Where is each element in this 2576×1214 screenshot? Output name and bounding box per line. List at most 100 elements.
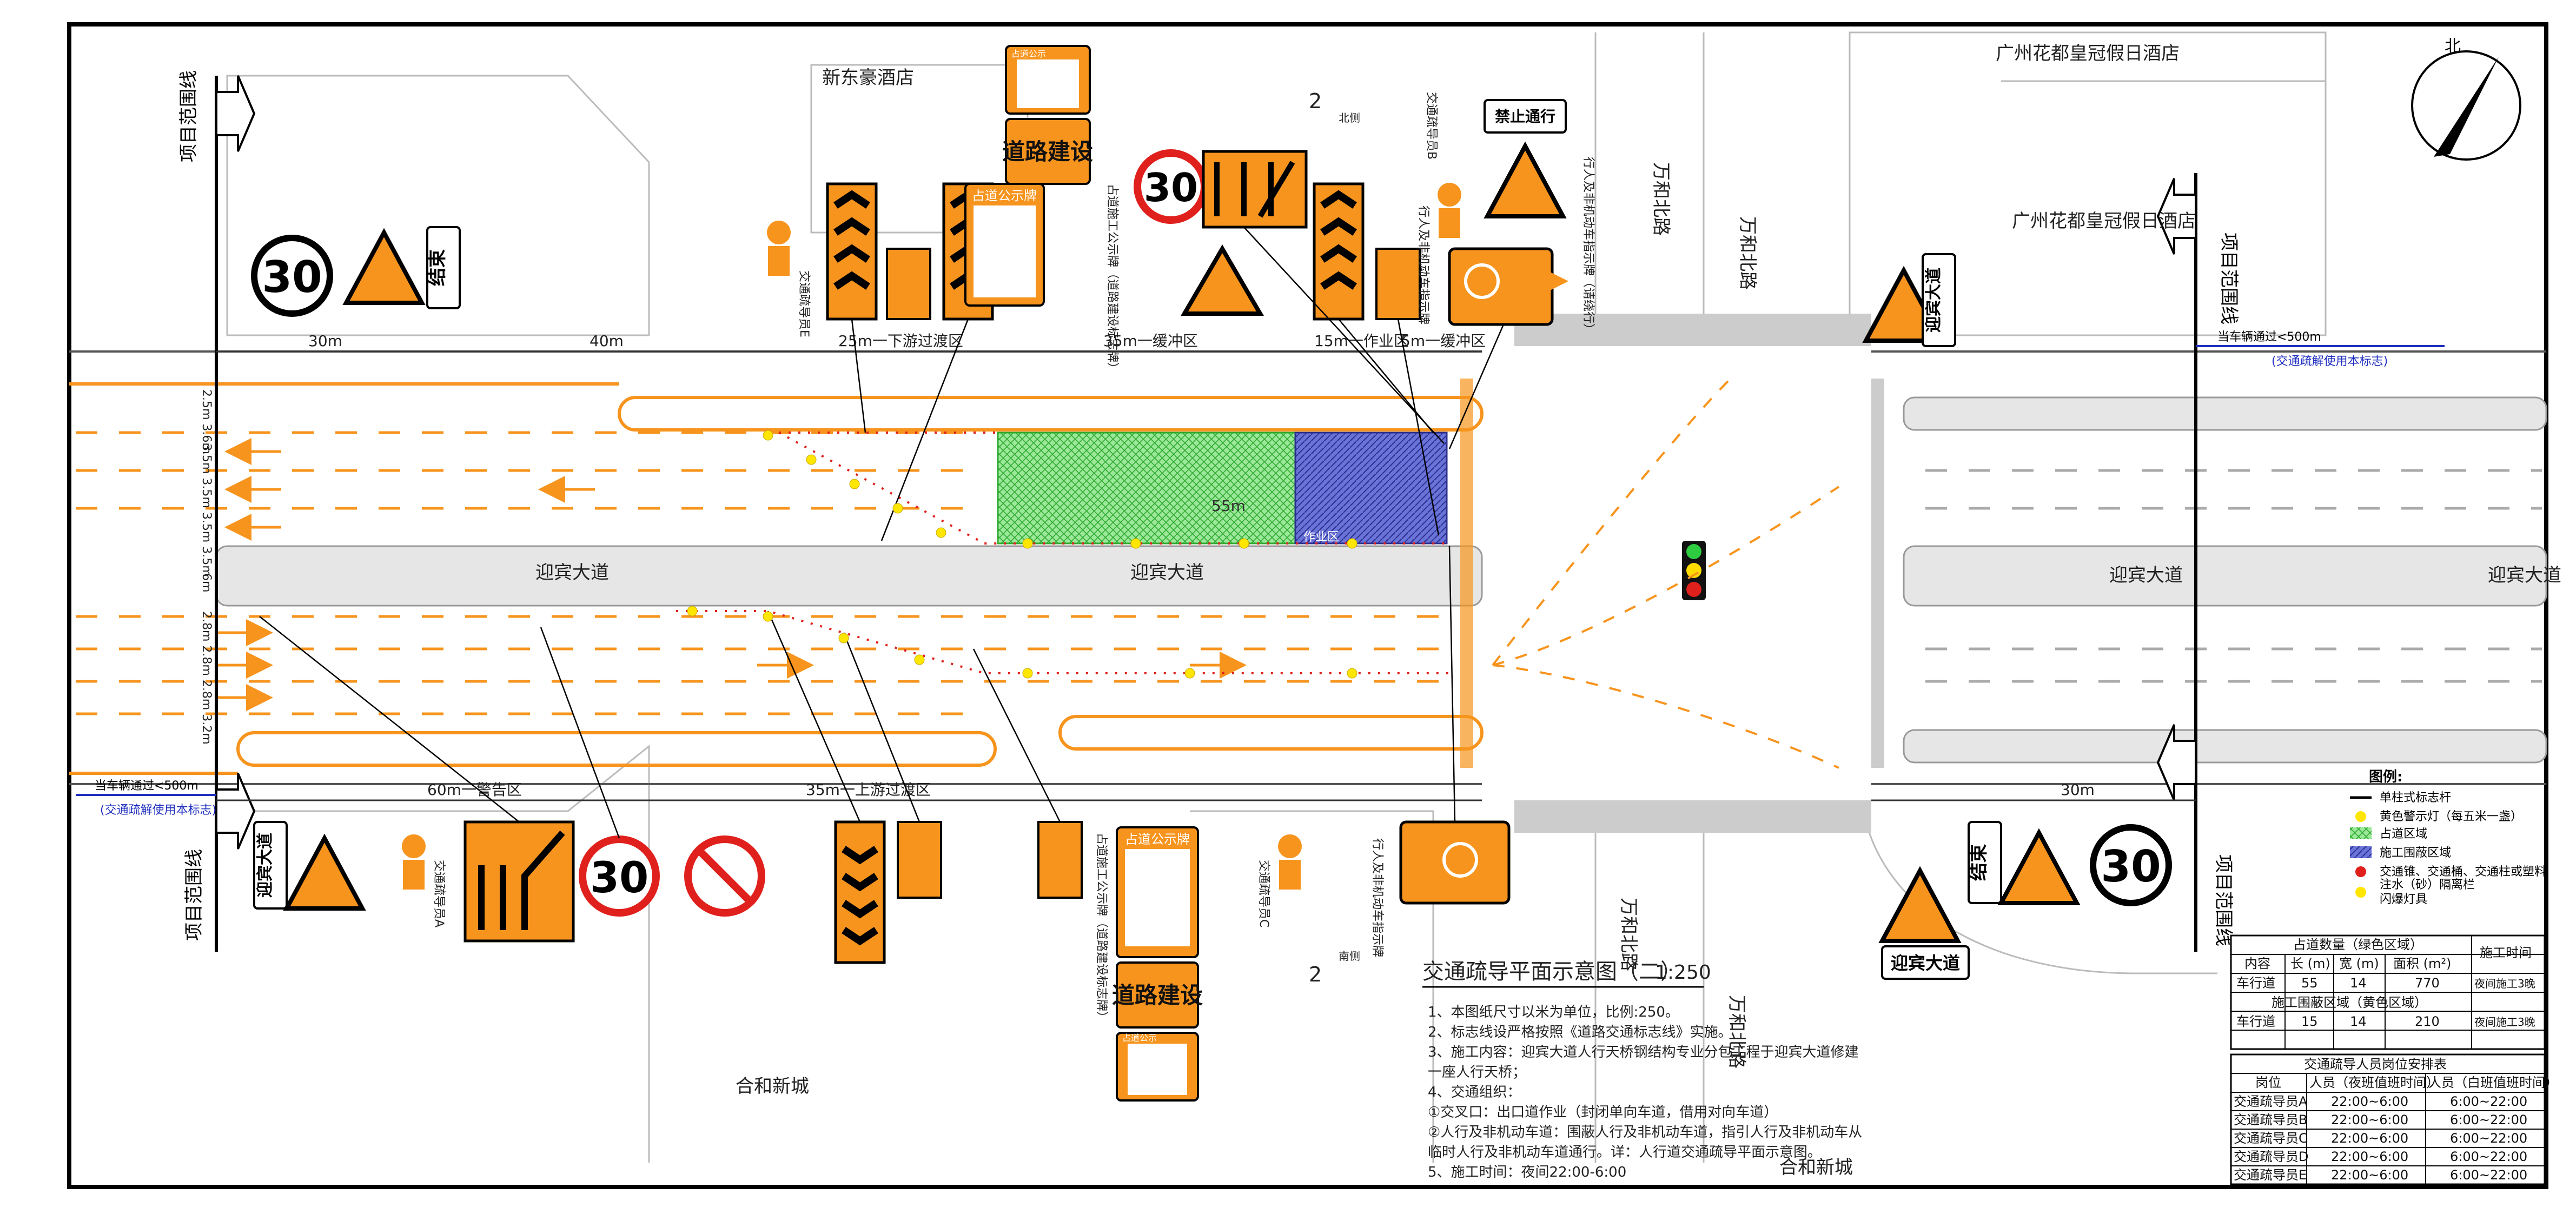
speed-sign-top-left: 30 xyxy=(251,235,333,317)
usage-left-note: (交通疏解使用本标志) xyxy=(100,804,216,817)
no-u-turn-sign xyxy=(684,835,765,917)
boundary-left-bottom: 项目范围线 xyxy=(183,849,205,941)
staff-r0-1: 22:00~6:00 xyxy=(2331,1094,2408,1109)
road-cross-3: 万和北路 xyxy=(1618,898,1639,971)
svg-text:道路建设: 道路建设 xyxy=(1002,138,1093,165)
barricades xyxy=(886,248,1421,899)
staff-r1-2: 6:00~22:00 xyxy=(2450,1112,2527,1127)
road-main-2: 迎宾大道 xyxy=(1130,562,1204,583)
end-sign-top-left: 结束 xyxy=(426,226,461,309)
staff-r2-0: 交通疏导员C xyxy=(2234,1131,2308,1146)
usage-right-note: (交通疏解使用本标志) xyxy=(2272,355,2388,368)
svg-text:迎宾大道: 迎宾大道 xyxy=(1891,953,1960,973)
boundary-right-top: 项目范围线 xyxy=(2218,233,2240,324)
svg-text:占道公示: 占道公示 xyxy=(1122,1033,1157,1043)
svg-text:30: 30 xyxy=(590,854,649,903)
dim-35-buffer: 35m一缓冲区 xyxy=(1103,332,1198,350)
guard-a-label: 交通疏导员A xyxy=(432,860,446,927)
note-1: 2、标志线设严格按照《道路交通标志线》实施。 xyxy=(1428,1024,1732,1040)
notice-board-small-top: 占道公示 xyxy=(1005,45,1091,115)
dim-30-left: 30m xyxy=(308,332,342,350)
dimension-lines xyxy=(216,350,2196,801)
crosswalks xyxy=(1460,314,1884,833)
guide-mark-sign: 禁止通行 xyxy=(1484,99,1567,134)
note-4: 4、交通组织： xyxy=(1428,1084,1521,1100)
sign-desc-4: 行人及非机动车指示牌 xyxy=(1370,838,1384,957)
traffic-light xyxy=(1682,541,1706,600)
staff-table: 交通疏导人员岗位安排表 岗位 人员（夜班值班时间） 人员（白班值班时间） 交通疏… xyxy=(2230,1053,2558,1185)
staff-r3-1: 22:00~6:00 xyxy=(2331,1149,2408,1164)
staff-r4-1: 22:00~6:00 xyxy=(2331,1167,2408,1183)
area-r2-2: 14 xyxy=(2350,1014,2367,1029)
area-r2-0: 车行道 xyxy=(2236,1014,2275,1029)
section-top: 2 xyxy=(1309,89,1322,113)
drawing-scale: 1:250 xyxy=(1655,961,1711,984)
drawing-title: 交通疏导平面示意图（二） xyxy=(1422,959,1682,984)
boundary-right-bottom: 项目范围线 xyxy=(2213,854,2234,946)
speed-sign-top-center: 30 xyxy=(1134,149,1208,224)
road-main-3: 迎宾大道 xyxy=(2109,565,2183,586)
chevron-boards xyxy=(826,182,1365,964)
note-3: 一座人行天桥； xyxy=(1428,1064,1526,1080)
dim-width-mid: 3.5m 3.5m 3.5m 3.5m xyxy=(200,443,213,577)
notice-board-bottom: 占道公示牌 xyxy=(1116,826,1199,958)
staff-r0-0: 交通疏导员A xyxy=(2234,1094,2308,1109)
sign-desc-2: 行人及非机动车指示牌（请绕行） xyxy=(1581,157,1595,335)
zone-length-label: 55m xyxy=(1211,497,1246,515)
hotel-top: 新东豪酒店 xyxy=(822,67,914,89)
section-bottom: 2 xyxy=(1309,963,1322,986)
usage-left: 当车辆通过<500m xyxy=(95,779,198,793)
svg-text:占道公示牌: 占道公示牌 xyxy=(972,188,1037,203)
sign-desc-1: 占道施工公示牌（道路建设标志牌） xyxy=(1105,184,1119,374)
lane-merge-sign-bottom xyxy=(463,820,575,943)
dim-5-buffer: 5m一缓冲区 xyxy=(1401,332,1486,350)
svg-text:迎宾大道: 迎宾大道 xyxy=(256,833,275,898)
svg-text:迎宾大道: 迎宾大道 xyxy=(1924,268,1943,333)
area-r2-4: 夜间施工3晚 xyxy=(2474,1016,2535,1029)
staff-h0: 岗位 xyxy=(2255,1075,2281,1090)
hotel-right-1: 广州花都皇冠假日酒店 xyxy=(1996,43,2180,64)
dim-width-6m: 6m xyxy=(200,573,213,592)
north-arrow: 北 xyxy=(2411,37,2521,161)
dim-width-bottom: 2.8m 2.8m 2.8m 3.2m xyxy=(200,611,213,745)
area-col-time: 施工时间 xyxy=(2480,945,2532,960)
lane-arrows xyxy=(216,438,1247,711)
note-6: ②人行及非机动车道：围蔽人行及非机动车道，指引人行及非机动车从 xyxy=(1428,1124,1862,1140)
notes-block: 1、本图纸尺寸以米为单位，比例:250。 2、标志线设严格按照《道路交通标志线》… xyxy=(1428,1004,1862,1180)
usage-lines xyxy=(76,345,2445,796)
dim-30-right: 30m xyxy=(2061,781,2095,799)
sign-desc-3: 占道施工公示牌（道路建设标志牌） xyxy=(1095,833,1108,1023)
staff-r3-2: 6:00~22:00 xyxy=(2450,1149,2527,1164)
section-bottom-sub: 南侧 xyxy=(1339,950,1360,963)
area-h0: 内容 xyxy=(2244,956,2270,971)
staff-r3-0: 交通疏导员D xyxy=(2234,1149,2308,1164)
speed-sign-bottom-center: 30 xyxy=(579,835,660,917)
guard-c-label: 交通疏导员C xyxy=(1257,860,1270,927)
road-cross-4: 万和北路 xyxy=(1726,995,1747,1069)
sign-desc-5: 行人及非机动车指示牌 xyxy=(1416,205,1430,324)
area-h1: 长 (m) xyxy=(2290,956,2330,971)
end-sign-bottom-right: 结束 xyxy=(1968,821,2002,904)
area-title-2: 施工围蔽区域（黄色区域） xyxy=(2272,995,2427,1010)
staff-r1-1: 22:00~6:00 xyxy=(2331,1112,2408,1127)
legend-labels: 单柱式标志杆 黄色警示灯（每五米一盏） 占道区域 施工围蔽区域 交通锥、交通桶、… xyxy=(2380,791,2546,906)
legend: 图例: xyxy=(2350,769,2402,898)
yingbin-sign-bottom-left: 迎宾大道 xyxy=(253,821,288,910)
enclosed-zone-blue xyxy=(1294,432,1448,545)
area-r1-1: 55 xyxy=(2301,976,2318,991)
svg-text:北: 北 xyxy=(2445,37,2461,56)
staff-r4-0: 交通疏导员E xyxy=(2234,1167,2307,1183)
area-r1-4: 夜间施工3晚 xyxy=(2474,977,2535,990)
staff-h1: 人员（夜班值班时间） xyxy=(2309,1075,2439,1090)
area-h3: 面积 (m²) xyxy=(2393,956,2451,971)
boundary-arrows xyxy=(215,75,2197,850)
yellow-lights xyxy=(687,430,1357,679)
notice-board-top: 占道公示牌 xyxy=(964,183,1045,307)
area-r1-2: 14 xyxy=(2350,976,2367,991)
road-works-board-top: 道路建设 xyxy=(1002,118,1093,185)
road-cross-1: 万和北路 xyxy=(1650,162,1672,236)
occupied-zone-green xyxy=(997,432,1296,545)
warning-triangles xyxy=(283,141,2081,943)
area-bottom-2: 合和新城 xyxy=(1779,1157,1853,1178)
svg-text:道路建设: 道路建设 xyxy=(1112,982,1203,1009)
